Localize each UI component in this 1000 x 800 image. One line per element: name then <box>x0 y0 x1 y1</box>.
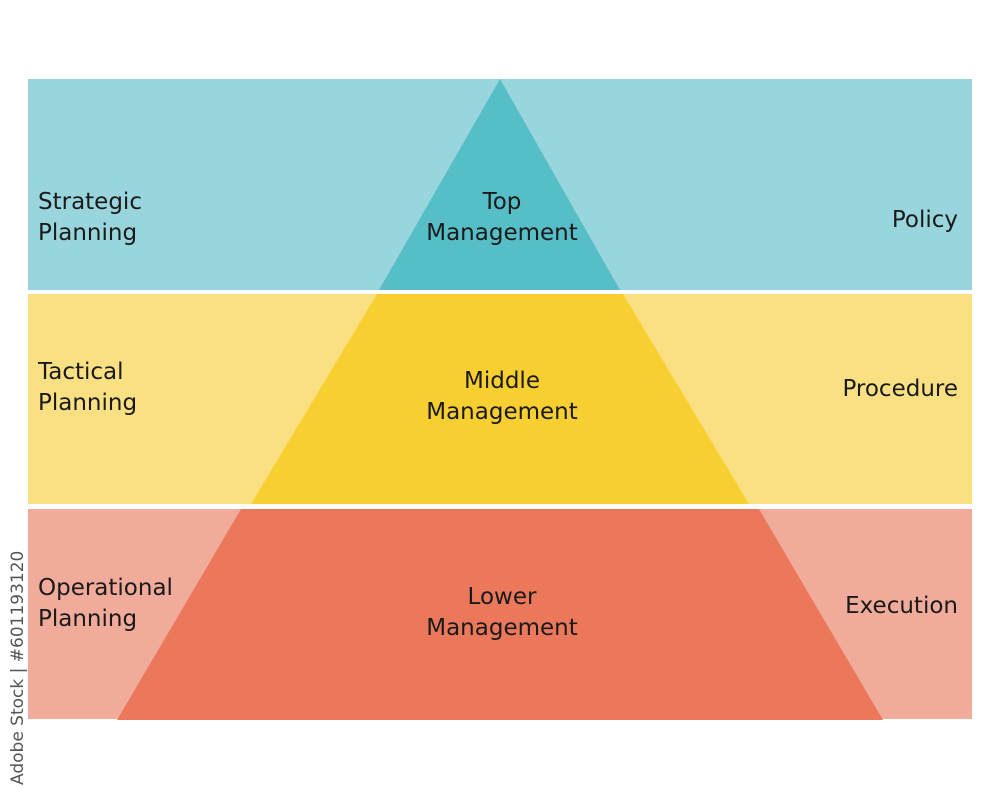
operational-planning-line1: Operational <box>38 575 173 601</box>
stock-credit: Adobe Stock | #601193120 <box>8 550 28 785</box>
lower-tier-trapezoid <box>117 509 883 720</box>
tactical-planning-line2: Planning <box>38 390 138 416</box>
procedure-label: Procedure <box>842 376 958 402</box>
middle-management-label: Middle Management <box>352 366 652 428</box>
tactical-planning-label: Tactical Planning <box>38 357 137 419</box>
lower-management-line1: Lower <box>467 584 537 610</box>
policy-label: Policy <box>891 207 958 233</box>
middle-management-line1: Middle <box>464 368 540 394</box>
tactical-planning-line1: Tactical <box>38 359 124 385</box>
top-management-line1: Top <box>482 189 522 215</box>
execution-label: Execution <box>845 593 958 619</box>
top-tier-triangle <box>379 79 620 290</box>
strategic-planning-label: Strategic Planning <box>38 187 142 249</box>
strategic-planning-line2: Planning <box>38 220 138 246</box>
middle-management-line2: Management <box>426 399 578 425</box>
strategic-planning-line1: Strategic <box>38 189 142 215</box>
top-management-label: Top Management <box>352 187 652 249</box>
operational-planning-label: Operational Planning <box>38 573 173 635</box>
top-management-line2: Management <box>426 220 578 246</box>
middle-tier-trapezoid <box>251 294 749 504</box>
lower-management-line2: Management <box>426 615 578 641</box>
operational-planning-line2: Planning <box>38 606 138 632</box>
lower-management-label: Lower Management <box>352 582 652 644</box>
